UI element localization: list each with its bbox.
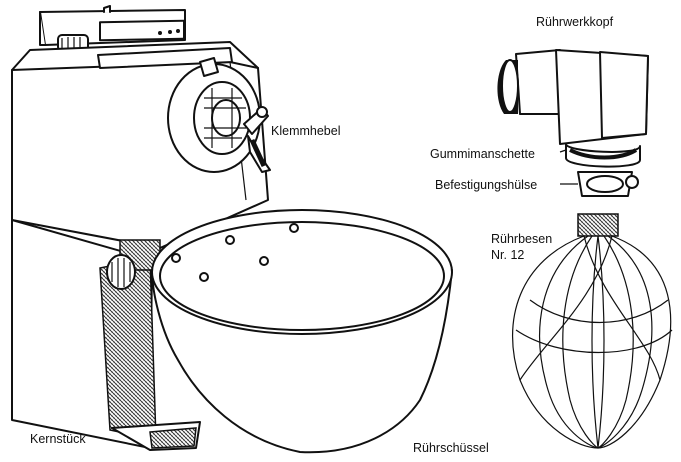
ruehrwerkkopf-drawing	[497, 49, 649, 197]
label-ruehrschuessel: Rührschüssel	[413, 441, 489, 455]
leader-lines	[559, 149, 578, 185]
label-kernstueck: Kernstück	[30, 432, 86, 446]
label-ruehrwerkkopf: Rührwerkkopf	[536, 15, 614, 29]
label-gummimanschette: Gummimanschette	[430, 147, 535, 161]
ruehrschuessel-drawing	[151, 209, 453, 454]
label-ruehrbesen: Rührbesen	[491, 232, 553, 246]
label-klemmhebel: Klemmhebel	[271, 124, 341, 138]
label-befestigungshuelse: Befestigungshülse	[435, 178, 538, 192]
kernstueck-drawing	[11, 5, 271, 451]
label-ruehrbesen-nr: Nr. 12	[491, 248, 525, 262]
ruehrbesen-drawing	[512, 213, 673, 449]
